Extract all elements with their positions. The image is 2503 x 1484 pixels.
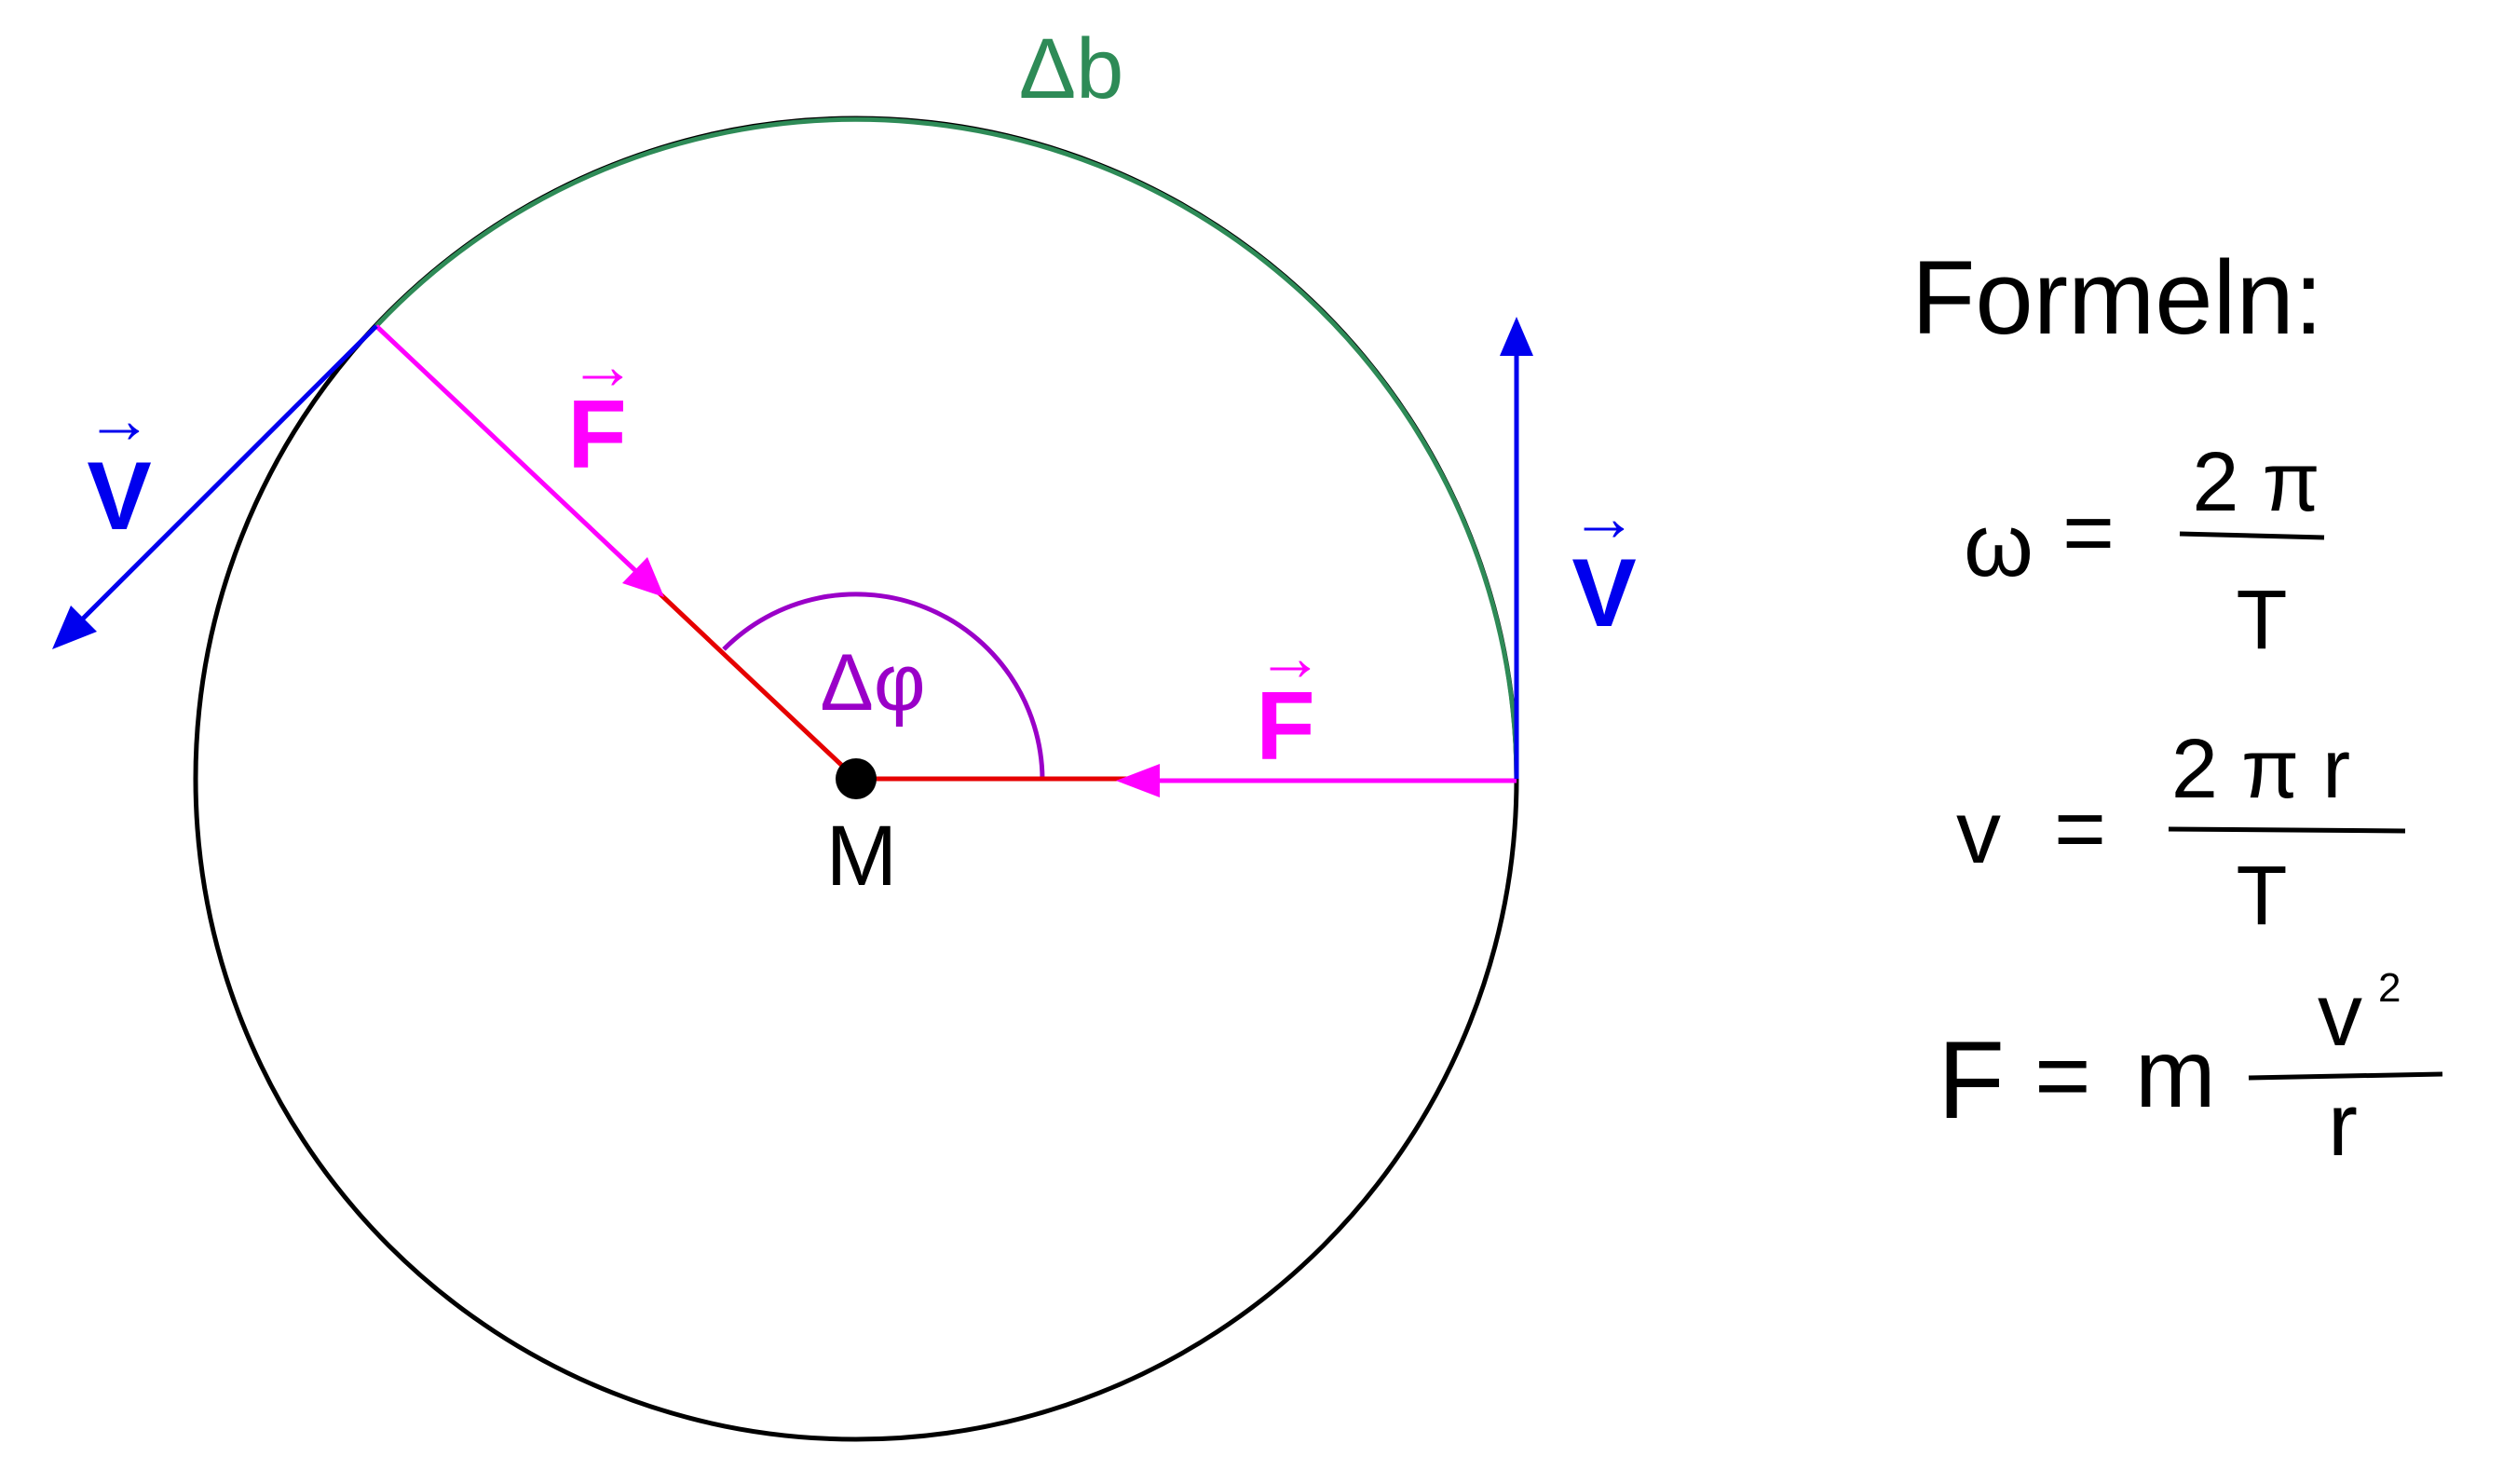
angle-arc [722, 592, 1045, 780]
force-arrow-glyph-upper: → [569, 329, 636, 403]
radius-line-left [657, 591, 858, 781]
force-label-right: F [1256, 673, 1315, 781]
force-formula-equals: = [2034, 1022, 2091, 1130]
arc-label: Δb [1019, 21, 1124, 116]
velocity-arrow-left [59, 324, 378, 643]
force-label-upper: F [567, 381, 627, 489]
force-arrowhead-left [622, 557, 664, 597]
velocity-arrow-glyph-left: → [86, 383, 153, 457]
formula-heading: Formeln: [1911, 239, 2323, 356]
omega-numerator: 2 π [2192, 436, 2319, 529]
force-arrow-left [374, 324, 660, 594]
v-fraction-bar [2168, 826, 2406, 834]
force-formula-denominator: r [2328, 1075, 2358, 1175]
force-arrowhead-right [1116, 764, 1160, 797]
v-symbol: v [1956, 783, 2001, 882]
angle-label: Δφ [820, 638, 925, 728]
velocity-arrowhead-right [1500, 317, 1533, 356]
omega-fraction-bar [2179, 531, 2325, 540]
force-formula-numerator-exponent: 2 [2378, 965, 2401, 1011]
center-point [836, 758, 877, 799]
arc-delta-b [374, 116, 1519, 780]
force-arrow-glyph-right: → [1257, 620, 1324, 695]
omega-equals: = [2062, 483, 2115, 582]
velocity-label-right: V [1571, 539, 1636, 647]
v-equals: = [2054, 779, 2106, 878]
formula-panel: Formeln: ω = 2 π T v = 2 π r T F = m v 2… [1911, 239, 2443, 1175]
velocity-label-left: V [87, 442, 151, 551]
force-formula-symbol: F [1938, 1019, 2005, 1142]
force-formula-mass: m [2135, 1020, 2216, 1128]
v-numerator: 2 π r [2171, 723, 2350, 816]
force-formula-fraction-bar [2248, 1071, 2443, 1081]
v-denominator: T [2237, 850, 2288, 943]
force-formula-numerator-base: v [2318, 965, 2362, 1065]
omega-symbol: ω [1964, 496, 2034, 595]
velocity-arrow-glyph-right: → [1571, 481, 1638, 555]
omega-denominator: T [2237, 574, 2288, 667]
center-label: M [826, 809, 898, 904]
velocity-arrowhead-left [52, 606, 97, 649]
